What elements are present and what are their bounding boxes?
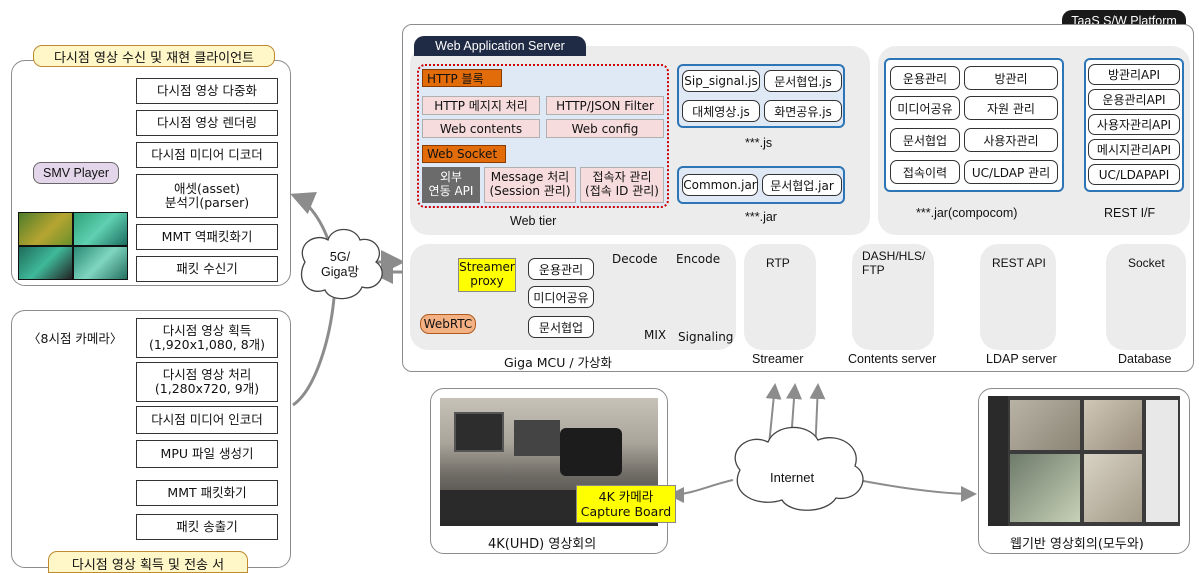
was-title: Web Application Server <box>414 36 586 56</box>
mcu-ops: 운용관리 <box>528 258 594 280</box>
ws-item-message: Message 처리 (Session 관리) <box>484 167 576 203</box>
acquisition-title: 다시점 영상 획득 및 전송 서 <box>48 551 248 573</box>
compo-media-share: 미디어공유 <box>890 96 960 120</box>
server-top-dash: DASH/HLS/ FTP <box>862 249 926 277</box>
server-panel-streamer <box>744 244 816 350</box>
client-title: 다시점 영상 수신 및 재현 클라이언트 <box>33 45 275 67</box>
rest-message-api: 메시지관리API <box>1088 139 1180 160</box>
server-bottom-contents: Contents server <box>848 352 937 366</box>
http-block-label: HTTP 블록 <box>422 69 502 87</box>
cloud-internet <box>734 426 864 511</box>
js-screen-share: 화면공유.js <box>764 100 842 122</box>
cube-label-signaling: Signaling <box>678 330 734 344</box>
network-5g-label: 5G/ Giga망 <box>321 250 359 279</box>
jar-label: ***.jar <box>745 210 777 224</box>
server-panel-database <box>1106 244 1186 350</box>
compo-uc-ldap: UC/LDAP 관리 <box>964 160 1058 184</box>
js-label: ***.js <box>745 136 773 150</box>
studio-camera <box>560 428 622 476</box>
ws-item-session: 접속자 관리 (접속 ID 관리) <box>580 167 664 203</box>
mcu-label: Giga MCU / 가상화 <box>504 355 613 370</box>
smv-player-label: SMV Player <box>33 162 119 184</box>
uhd-caption: 4K(UHD) 영상회의 <box>488 537 597 552</box>
webconf-screenshot <box>988 396 1180 526</box>
uhd-camera-tag: 4K 카메라 Capture Board <box>576 485 676 523</box>
acq-module-1: 다시점 영상 획득 (1,920x1,080, 8개) <box>136 318 278 358</box>
video-tile <box>19 213 72 245</box>
jar-doc-collab: 문서협업.jar <box>762 174 842 196</box>
client-module-3: 다시점 미디어 디코더 <box>136 142 278 168</box>
cube-label-mix: MIX <box>644 328 667 342</box>
webrtc-label: WebRTC <box>420 314 476 334</box>
studio-monitor <box>454 412 504 452</box>
compocom-label: ***.jar(compocom) <box>916 206 1018 220</box>
http-item-json-filter: HTTP/JSON Filter <box>546 96 664 115</box>
ws-item-external-api: 외부 연동 API <box>422 167 480 203</box>
server-bottom-streamer: Streamer <box>752 352 804 366</box>
webconf-video <box>1010 454 1080 522</box>
server-panel-contents <box>852 244 934 350</box>
mcu-media-share: 미디어공유 <box>528 286 594 308</box>
client-module-2: 다시점 영상 렌더링 <box>136 110 278 136</box>
compo-resource: 자원 관리 <box>964 96 1058 120</box>
webconf-video <box>1084 454 1142 522</box>
streamer-proxy-label: Streamer proxy <box>458 258 516 292</box>
websocket-label: Web Socket <box>422 145 506 163</box>
acq-module-3: 다시점 미디어 인코더 <box>136 406 278 434</box>
acq-module-6: 패킷 송출기 <box>136 514 278 540</box>
client-module-6: 패킷 수신기 <box>136 256 278 282</box>
compo-doc-collab: 문서협업 <box>890 128 960 152</box>
webconf-caption: 웹기반 영상회의(모두와) <box>1010 537 1144 552</box>
webconf-sidebar <box>988 396 1008 526</box>
internet-label: Internet <box>770 470 815 485</box>
http-item-web-contents: Web contents <box>422 119 540 138</box>
js-sip-signal: Sip_signal.js <box>682 70 760 92</box>
webconf-userlist <box>1146 400 1178 522</box>
http-item-web-config: Web config <box>546 119 664 138</box>
acq-module-4: MPU 파일 생성기 <box>136 440 278 468</box>
rest-uc-ldap-api: UC/LDAPAPI <box>1088 164 1180 185</box>
rest-user-api: 사용자관리API <box>1088 114 1180 135</box>
acq-module-5: MMT 패킷화기 <box>136 480 278 506</box>
video-tile <box>74 247 127 279</box>
compo-room: 방관리 <box>964 66 1058 90</box>
js-alt-video: 대체영상.js <box>682 100 760 122</box>
acq-module-2: 다시점 영상 처리 (1,280x720, 9개) <box>136 362 278 402</box>
webconf-video <box>1010 400 1080 450</box>
client-module-4: 애셋(asset) 분석기(parser) <box>136 174 278 218</box>
cube-label-encode: Encode <box>676 252 721 266</box>
web-tier-label: Web tier <box>510 214 557 228</box>
server-top-socket: Socket <box>1128 256 1165 270</box>
cloud-5g <box>300 228 383 300</box>
camera-label: 〈8시점 카메라〉 <box>28 331 123 346</box>
rest-ops-api: 운용관리API <box>1088 89 1180 110</box>
uhd-photo <box>440 398 658 526</box>
client-title-text: 다시점 영상 수신 및 재현 클라이언트 <box>53 50 255 66</box>
mcu-doc-collab: 문서협업 <box>528 316 594 338</box>
video-tile <box>19 247 72 279</box>
compo-user: 사용자관리 <box>964 128 1058 152</box>
server-bottom-database: Database <box>1118 352 1172 366</box>
connector-acq-5g <box>292 297 336 407</box>
smv-player-video-grid <box>18 212 128 280</box>
webconf-video <box>1084 400 1142 450</box>
rest-room-api: 방관리API <box>1088 64 1180 85</box>
jar-common: Common.jar <box>682 174 758 196</box>
compo-ops: 운용관리 <box>890 66 960 90</box>
rest-label: REST I/F <box>1104 206 1156 220</box>
server-panel-ldap <box>980 244 1056 350</box>
server-top-rest: REST API <box>992 256 1046 270</box>
connector-5g-client <box>290 192 332 246</box>
video-tile <box>74 213 127 245</box>
studio-monitor <box>514 420 560 456</box>
client-module-5: MMT 역패킷화기 <box>136 224 278 250</box>
compo-access-log: 접속이력 <box>890 160 960 184</box>
http-item-message: HTTP 메지지 처리 <box>422 96 540 115</box>
cube-label-decode: Decode <box>612 252 658 266</box>
client-module-1: 다시점 영상 다중화 <box>136 78 278 104</box>
server-top-rtp: RTP <box>766 256 790 270</box>
js-doc-collab: 문서협업.js <box>764 70 842 92</box>
server-bottom-ldap: LDAP server <box>986 352 1057 366</box>
